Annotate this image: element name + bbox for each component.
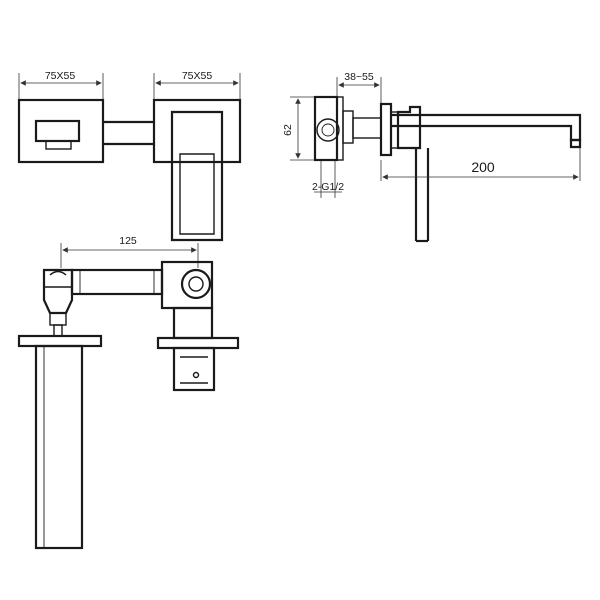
side-handle bbox=[396, 105, 422, 150]
label-thread: 2-G1/2 bbox=[312, 181, 344, 193]
label-right-plate-size: 75X55 bbox=[182, 70, 213, 82]
dimension-spout-length: 200 bbox=[380, 148, 581, 181]
mixer-handle bbox=[170, 110, 224, 242]
spout-tube bbox=[34, 344, 84, 550]
side-cover-plate bbox=[379, 102, 393, 157]
side-view: 38~55 62 200 bbox=[282, 71, 582, 243]
mixer-cover-plate bbox=[152, 98, 242, 164]
mixer-cartridge bbox=[180, 268, 212, 300]
label-spout-length: 200 bbox=[471, 159, 495, 175]
spout-outlet bbox=[34, 119, 81, 143]
dimension-wall-depth: 38~55 bbox=[336, 71, 382, 112]
dimension-height: 62 bbox=[282, 96, 315, 161]
spout-cover-plate bbox=[17, 98, 105, 164]
label-center-distance: 125 bbox=[119, 235, 137, 247]
label-wall-depth: 38~55 bbox=[344, 71, 374, 83]
top-view: 125 bbox=[17, 235, 240, 550]
connecting-pipe bbox=[70, 268, 164, 296]
valve-cartridge bbox=[316, 118, 340, 142]
spout-valve-body bbox=[42, 268, 74, 315]
mixer-wall-plate bbox=[156, 336, 240, 350]
dimension-right-plate: 75X55 bbox=[153, 70, 241, 100]
dimension-left-plate: 75X55 bbox=[18, 70, 104, 100]
spout-outlet-lip bbox=[45, 140, 72, 150]
mixer-top-handle bbox=[172, 346, 216, 392]
dimension-center-distance: 125 bbox=[60, 235, 199, 268]
label-left-plate-size: 75X55 bbox=[45, 70, 76, 82]
mixer-valve-body bbox=[160, 260, 214, 310]
label-height: 62 bbox=[282, 124, 294, 136]
front-view: 75X55 75X55 bbox=[17, 70, 242, 242]
spout-wall-plate bbox=[17, 334, 103, 348]
dimension-thread: 2-G1/2 bbox=[312, 161, 344, 198]
